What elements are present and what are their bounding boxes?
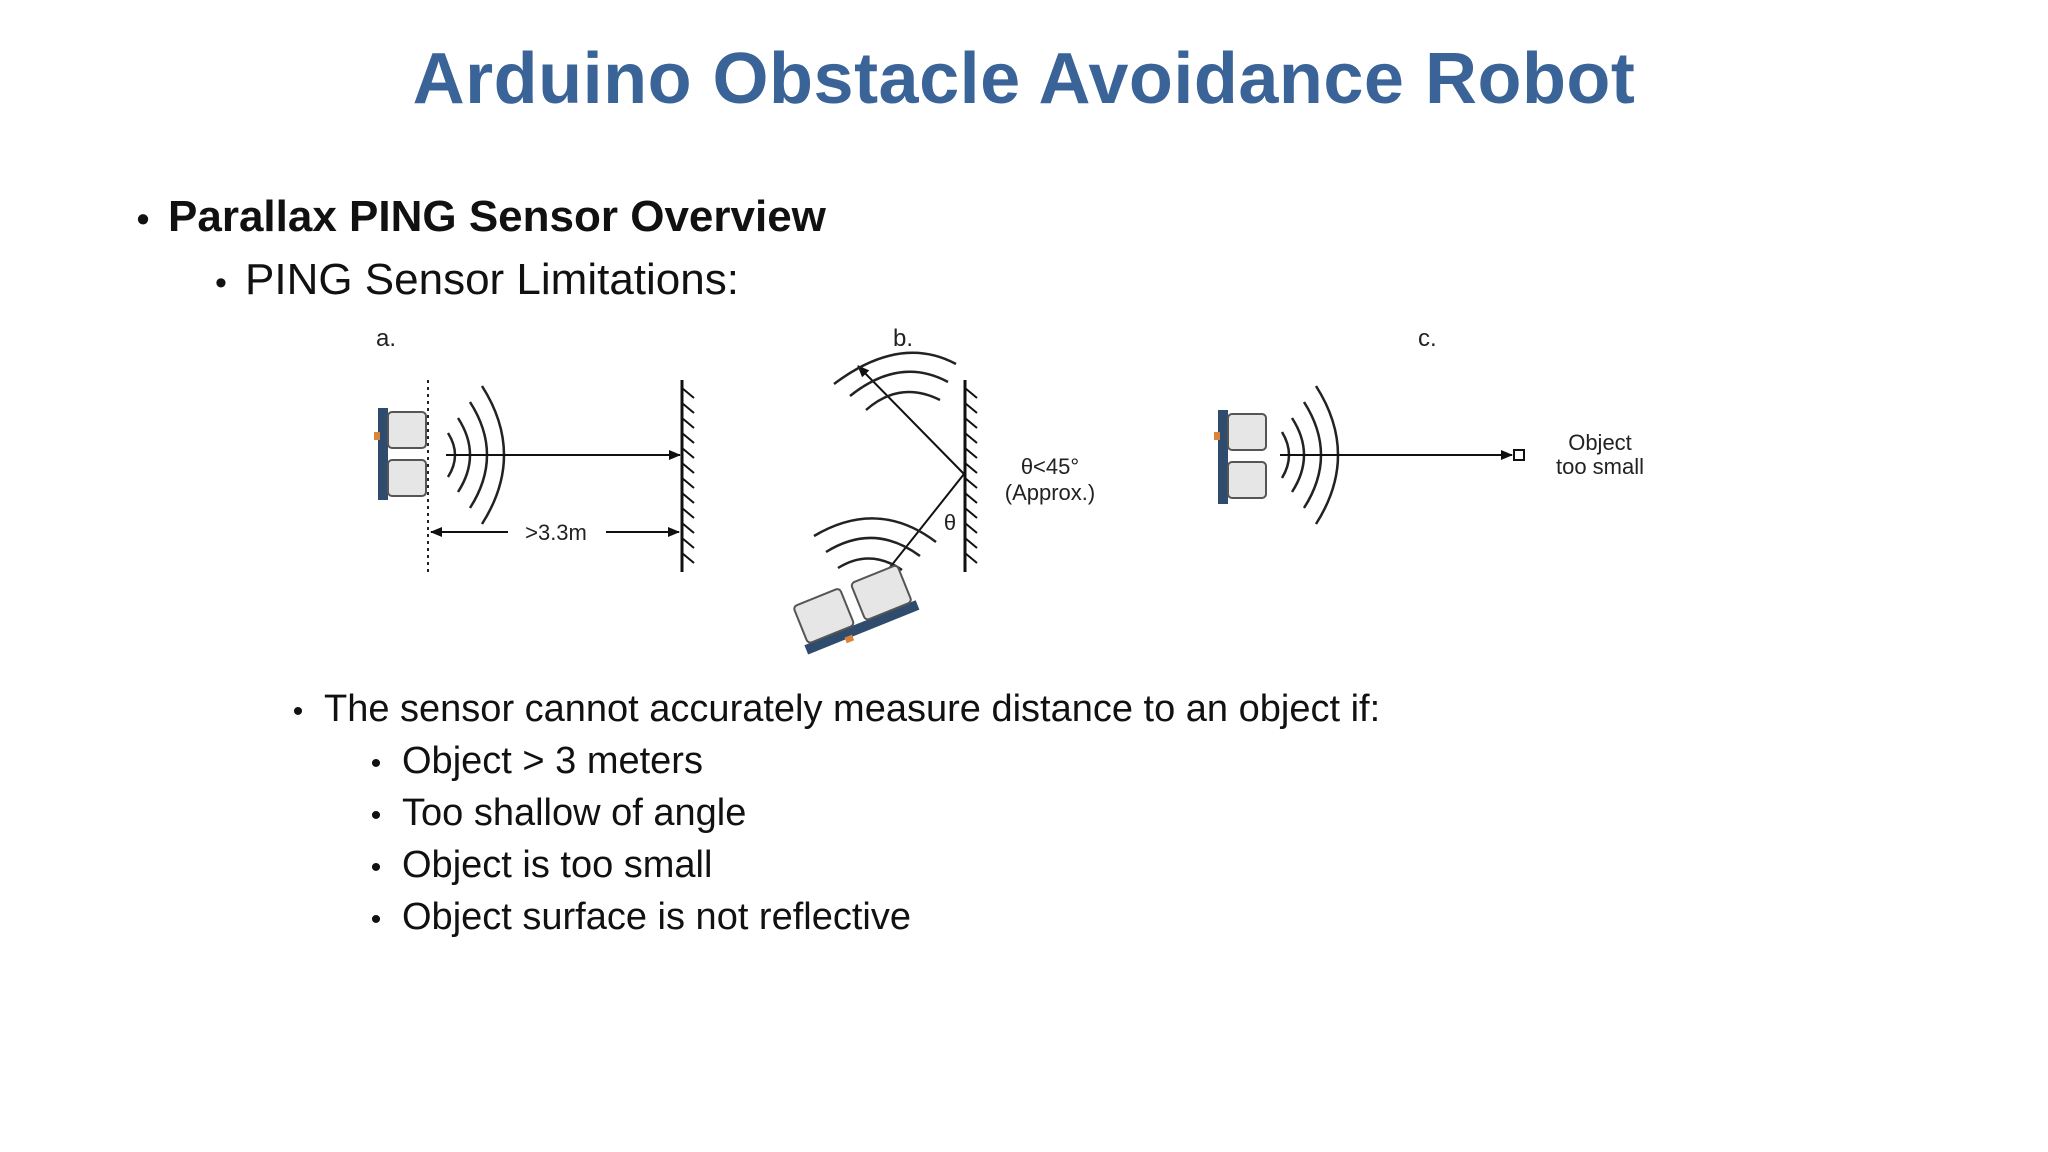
list-item: • Object surface is not reflective	[350, 896, 911, 939]
bullet-dot: •	[370, 851, 382, 884]
sensor-c-icon	[1214, 410, 1267, 504]
bullet-dot: •	[215, 264, 227, 302]
bullet-intro: • The sensor cannot accurately measure d…	[272, 688, 1380, 731]
sound-waves-b-top	[833, 351, 957, 411]
sensor-a-icon	[374, 408, 427, 500]
slide-title: Arduino Obstacle Avoidance Robot	[412, 39, 1636, 119]
list-item: • Object is too small	[350, 844, 713, 887]
angle-label-line1: θ<45°	[1021, 454, 1079, 479]
bullet-dot: •	[136, 198, 150, 239]
panel-a: a. >3.3m	[374, 325, 695, 572]
panel-c: c. Object too small	[1214, 325, 1644, 525]
object-label-line1: Object	[1568, 430, 1632, 455]
theta-label: θ	[944, 510, 956, 535]
panel-b-label: b.	[893, 325, 913, 352]
bullet-dot: •	[370, 799, 382, 832]
intro-text: The sensor cannot accurately measure dis…	[324, 688, 1381, 730]
small-object-icon	[1513, 449, 1525, 461]
object-label-line2: too small	[1556, 454, 1644, 479]
panel-b: b. θ θ<45°	[793, 325, 1095, 655]
limitation-text: Object surface is not reflective	[402, 896, 911, 938]
limitation-text: Object is too small	[402, 844, 713, 886]
bullet-dot: •	[370, 747, 382, 780]
distance-label: >3.3m	[525, 520, 587, 545]
wall-a	[680, 380, 695, 572]
subheading-text: PING Sensor Limitations:	[245, 255, 739, 304]
bullet-subheading: • PING Sensor Limitations:	[197, 255, 739, 305]
sound-waves-b-bottom	[813, 517, 937, 572]
list-item: • Object > 3 meters	[350, 740, 703, 783]
angle-label-line2: (Approx.)	[1005, 480, 1095, 505]
bullet-heading: • Parallax PING Sensor Overview	[118, 192, 826, 242]
bullet-dot: •	[370, 903, 382, 936]
bullet-dot: •	[292, 695, 304, 728]
heading-text: Parallax PING Sensor Overview	[168, 192, 826, 241]
list-item: • Too shallow of angle	[350, 792, 747, 835]
limitation-text: Too shallow of angle	[402, 792, 747, 834]
panel-c-label: c.	[1418, 325, 1437, 352]
panel-a-label: a.	[376, 325, 396, 352]
wall-b	[963, 380, 978, 572]
ping-limitations-figure: a. >3.3m b.	[374, 325, 1644, 655]
sensor-b-icon	[793, 564, 920, 655]
limitation-text: Object > 3 meters	[402, 740, 703, 782]
